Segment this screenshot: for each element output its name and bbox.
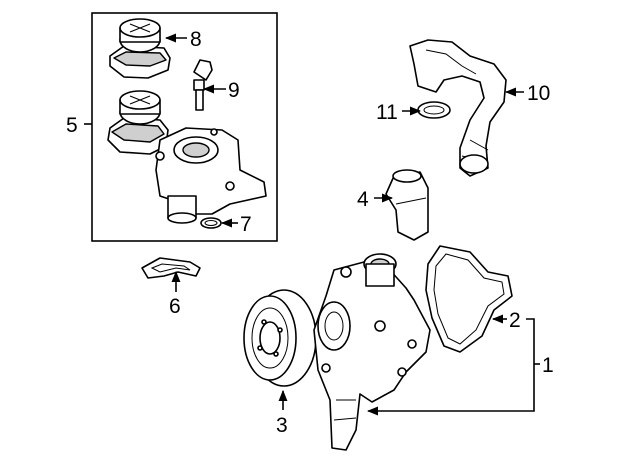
- callout-7: 7: [240, 213, 252, 236]
- assembly-frame: [91, 12, 278, 242]
- callout-2: 2: [509, 309, 521, 332]
- part-10-coolant-hose: [409, 39, 507, 177]
- callout-6: 6: [169, 295, 181, 318]
- leader-1: [366, 318, 535, 416]
- part-5-housing-assembly: [107, 90, 267, 224]
- part-2-gasket: [425, 245, 513, 353]
- part-8-thermostat-cap: [109, 18, 171, 79]
- callout-8: 8: [190, 28, 202, 51]
- part-11-o-ring: [417, 101, 451, 119]
- callout-11: 11: [376, 101, 398, 124]
- part-1-water-pump: [313, 253, 431, 451]
- part-7-o-ring: [200, 217, 222, 229]
- part-3-pulley: [243, 289, 317, 387]
- callout-9: 9: [228, 79, 240, 102]
- callout-5: 5: [66, 114, 78, 137]
- callout-3: 3: [276, 414, 288, 437]
- callout-1: 1: [542, 354, 554, 377]
- callout-4: 4: [357, 188, 369, 211]
- part-6-gasket: [141, 257, 201, 279]
- part-9-sensor: [193, 59, 213, 111]
- callout-10: 10: [527, 82, 550, 105]
- part-7-o-ring-inner: [204, 220, 218, 226]
- part-4-hose: [385, 169, 429, 241]
